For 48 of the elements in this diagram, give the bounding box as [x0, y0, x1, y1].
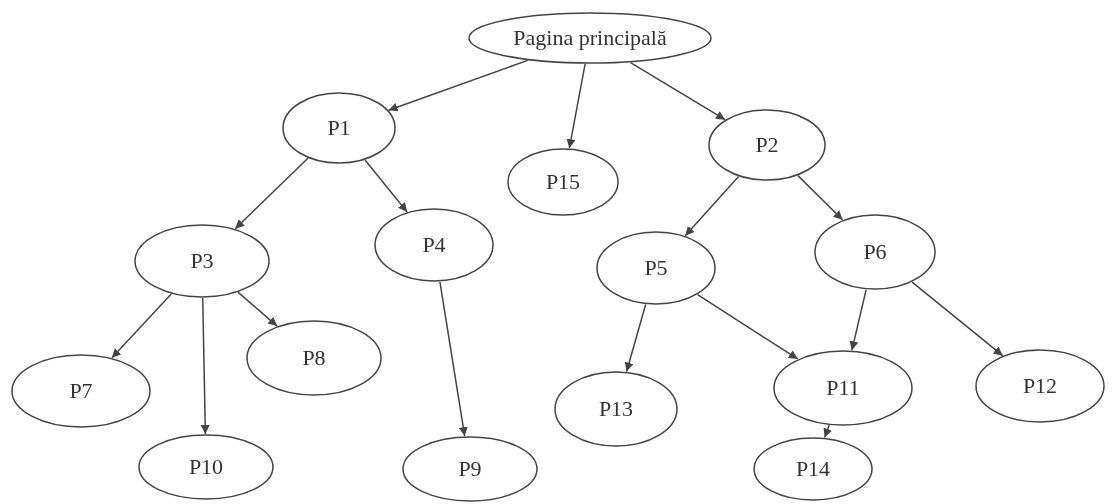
page-label: P6 [862, 241, 888, 263]
page-ellipse [282, 92, 396, 164]
arrow [684, 175, 740, 237]
page-ellipse [11, 354, 151, 428]
page-label: P15 [544, 171, 582, 193]
page-label: P2 [754, 134, 780, 156]
arrow [849, 288, 867, 352]
page-ellipse [814, 214, 936, 290]
page-ellipse [374, 208, 494, 282]
page-label: P11 [825, 377, 861, 399]
arrow [911, 281, 1004, 357]
page-label: P8 [301, 347, 327, 369]
page-label: Pagina principală [512, 27, 668, 49]
page-label: P13 [597, 398, 635, 420]
page-ellipse [507, 148, 619, 216]
page-ellipse [975, 349, 1105, 423]
page-ellipse [708, 109, 826, 181]
page-ellipse [596, 231, 716, 305]
page-label: P14 [794, 458, 832, 480]
arrow [237, 291, 278, 327]
arrow [387, 59, 529, 112]
page-ellipse [246, 320, 382, 396]
page-ellipse [134, 224, 270, 298]
arrow [234, 157, 309, 230]
arrow [624, 303, 647, 373]
page-label: P5 [643, 257, 669, 279]
page-ellipse [773, 350, 913, 426]
arrow [696, 293, 799, 360]
page-ellipse [468, 12, 712, 64]
page-label: P4 [421, 234, 447, 256]
page-ellipse [138, 434, 274, 500]
arrow [200, 297, 210, 435]
page-ellipse [554, 371, 678, 447]
page-label: P12 [1021, 375, 1059, 397]
page-label: P9 [457, 458, 483, 480]
page-label: P7 [68, 380, 94, 402]
page-label: P10 [187, 456, 225, 478]
arrow [823, 424, 832, 439]
arrow [797, 174, 844, 221]
page-label: P1 [326, 117, 352, 139]
page-label: P3 [189, 250, 215, 272]
page-ellipse [753, 437, 873, 501]
arrow [629, 61, 726, 121]
arrow [439, 281, 468, 437]
arrow [111, 293, 173, 359]
arrow [364, 159, 408, 213]
page-ellipse [402, 436, 538, 502]
arrow [566, 63, 586, 149]
